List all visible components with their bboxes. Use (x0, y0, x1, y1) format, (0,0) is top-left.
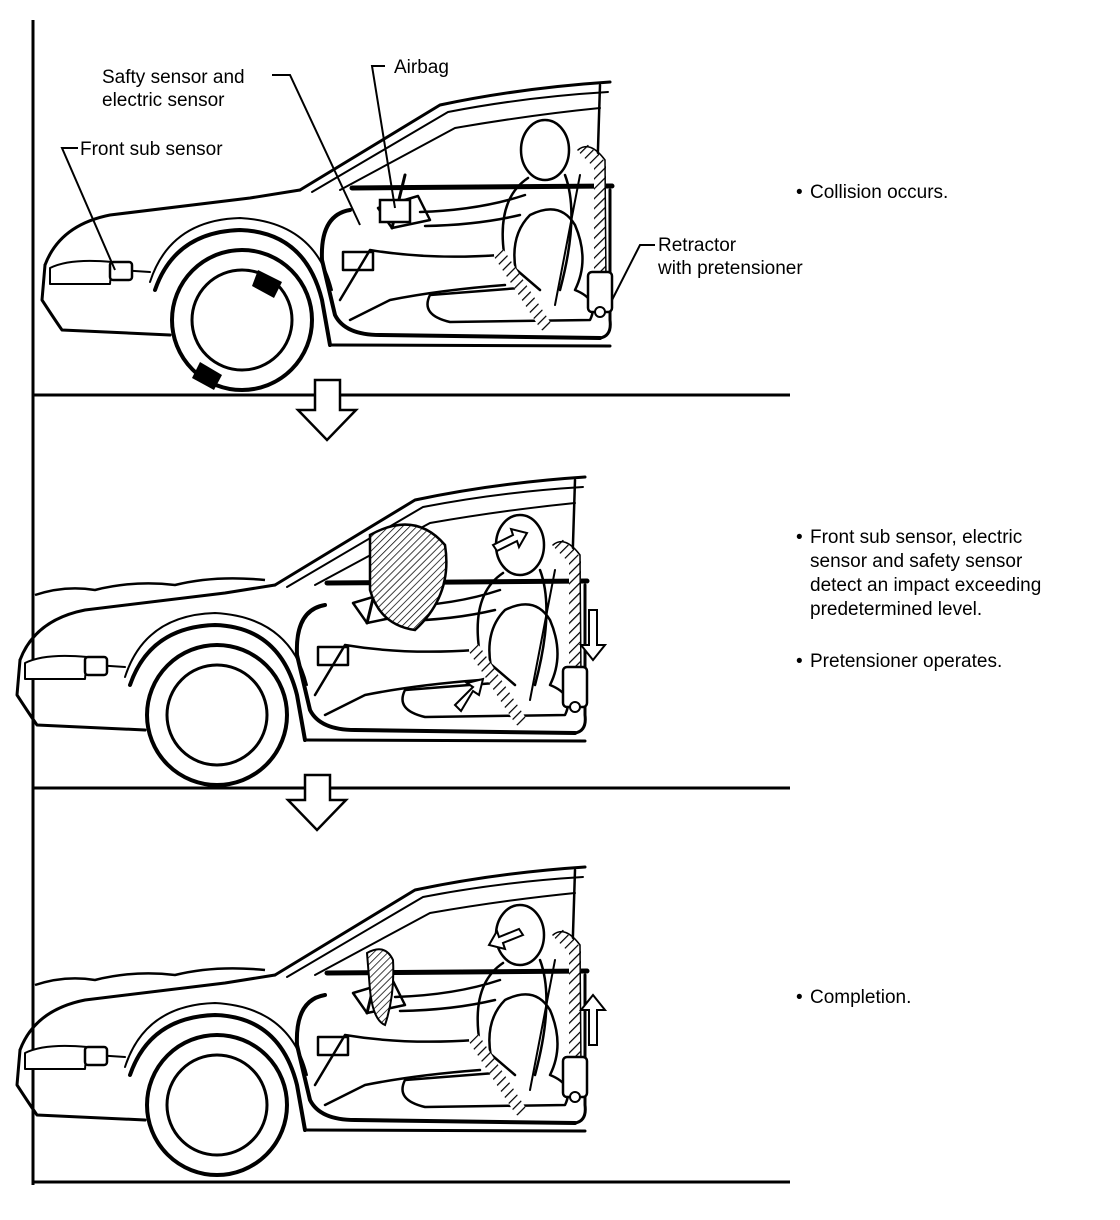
safety-sensor-label-line2: electric sensor (102, 90, 225, 111)
step-text: Collision occurs. (810, 182, 949, 203)
bullet-icon: • (796, 182, 803, 203)
belt-pull-arrow-icon (491, 527, 529, 553)
leader-front-sub-sensor (60, 147, 116, 271)
belt-release-arrow-icon (487, 927, 525, 951)
step-text: sensor and safety sensor (810, 551, 1023, 572)
safety-sensor-label-line1: Safty sensor and (102, 67, 245, 88)
step-text: Front sub sensor, electric (810, 527, 1023, 548)
leader-airbag (370, 65, 396, 209)
panel-collision (33, 65, 790, 397)
step-text: detect an impact exceeding (810, 575, 1042, 596)
bullet-icon: • (796, 987, 803, 1008)
lap-belt-arrow-icon (453, 677, 485, 713)
safety-sensor-label: Safty sensor and electric sensor (102, 66, 245, 112)
bullet-icon: • (796, 527, 803, 548)
step-text: Pretensioner operates. (810, 651, 1003, 672)
panel-completion (15, 867, 608, 1177)
down-arrow-icon (285, 773, 349, 832)
retract-down-arrow-icon (578, 609, 608, 662)
leader-safety-sensor (272, 74, 361, 226)
deployed-airbag (368, 523, 448, 632)
step-text: Completion. (810, 987, 912, 1008)
bullet-icon: • (796, 651, 803, 672)
retractor-label-line2: with pretensioner (658, 258, 803, 279)
leader-retractor (611, 244, 655, 301)
step-completion: • Completion. (796, 986, 911, 1010)
airbag-label: Airbag (394, 57, 449, 78)
panel-pretensioner (15, 477, 608, 787)
retractor-label-line1: Retractor (658, 235, 737, 256)
step-detect: • Front sub sensor, electric sensor and s… (796, 526, 1041, 622)
step-text: predetermined level. (810, 599, 983, 620)
retractor-label: Retractor with pretensioner (658, 234, 803, 280)
step-pretensioner: • Pretensioner operates. (796, 650, 1002, 674)
retract-up-arrow-icon (578, 993, 608, 1046)
front-sub-sensor-label: Front sub sensor (80, 139, 223, 160)
down-arrow-icon (295, 378, 359, 442)
step-collision: • Collision occurs. (796, 181, 948, 205)
